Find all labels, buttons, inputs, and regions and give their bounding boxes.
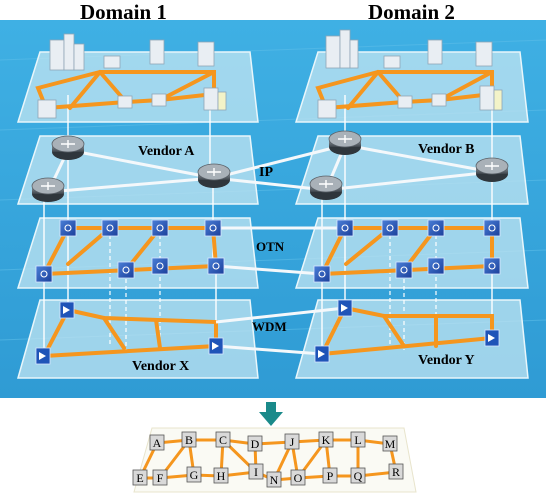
wdm-interdomain-links xyxy=(215,306,346,356)
merged-node-label: K xyxy=(322,433,331,447)
ip-layer-label: IP xyxy=(259,165,273,180)
city-buildings xyxy=(37,29,503,119)
merged-node-o: O xyxy=(290,469,306,486)
merged-node-label: F xyxy=(157,471,164,485)
merged-node-q: Q xyxy=(350,467,366,484)
city-links xyxy=(35,70,494,111)
merged-node-label: G xyxy=(190,468,199,482)
down-arrow-icon xyxy=(259,402,283,426)
merged-node-label: B xyxy=(185,433,193,447)
merged-node-h: H xyxy=(213,467,229,484)
merged-node-b: B xyxy=(181,431,197,448)
merged-node-g: G xyxy=(186,466,202,483)
vendor-a-label: Vendor A xyxy=(138,144,195,159)
merged-node-m: M xyxy=(382,435,398,452)
merged-node-label: D xyxy=(251,437,260,451)
merged-node-label: L xyxy=(354,433,361,447)
merged-node-label: P xyxy=(327,469,334,483)
vendor-y-label: Vendor Y xyxy=(418,353,475,368)
merged-node-label: A xyxy=(153,436,162,450)
router-nodes xyxy=(31,130,509,202)
merged-node-e: E xyxy=(132,469,148,486)
merged-node-j: J xyxy=(284,433,300,450)
ip-links xyxy=(46,143,493,194)
merged-node-r: R xyxy=(388,463,404,480)
merged-node-a: A xyxy=(149,434,165,451)
merged-node-label: J xyxy=(290,435,295,449)
merged-node-label: R xyxy=(392,465,400,479)
otn-layer-label: OTN xyxy=(256,239,285,254)
merged-node-c: C xyxy=(215,431,231,448)
merged-node-label: Q xyxy=(354,469,363,483)
merged-node-label: N xyxy=(270,473,279,487)
merged-node-label: I xyxy=(254,465,258,479)
merged-node-l: L xyxy=(350,431,366,448)
wdm-layer-label: WDM xyxy=(252,319,287,334)
otn-interdomain-links xyxy=(213,226,345,276)
merged-node-label: M xyxy=(385,437,396,451)
wdm-nodes xyxy=(35,299,500,365)
merged-node-label: O xyxy=(294,471,303,485)
merged-node-f: F xyxy=(152,469,168,486)
vendor-b-label: Vendor B xyxy=(418,142,474,157)
merged-node-label: C xyxy=(219,433,227,447)
merged-node-label: E xyxy=(136,471,143,485)
merged-node-n: N xyxy=(266,471,282,488)
merged-node-k: K xyxy=(318,431,334,448)
merged-node-label: H xyxy=(217,469,226,483)
otn-nodes xyxy=(35,219,501,283)
vendor-x-label: Vendor X xyxy=(132,359,189,374)
merged-node-d: D xyxy=(247,435,263,452)
merged-node-p: P xyxy=(322,467,338,484)
merged-node-i: I xyxy=(248,463,264,480)
